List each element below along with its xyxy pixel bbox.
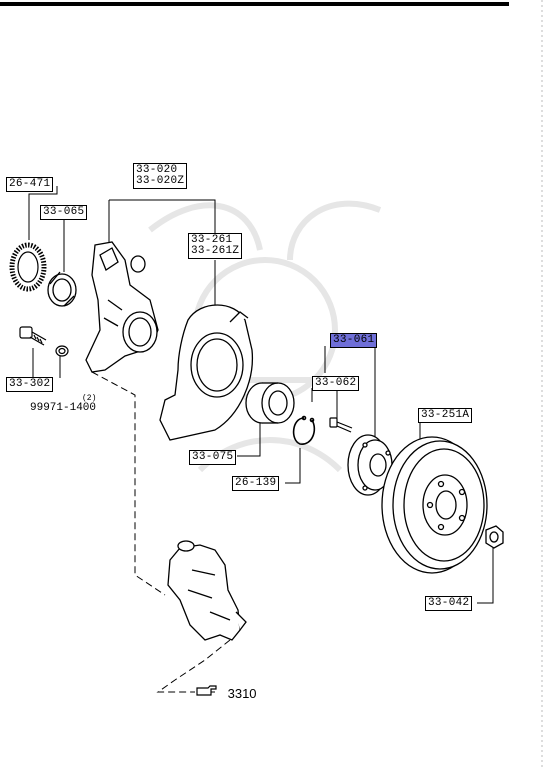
leader-lines bbox=[28, 186, 494, 604]
part-label-33-261[interactable]: 33-261 33-261Z bbox=[188, 233, 243, 259]
part-label-33-065[interactable]: 33-065 bbox=[40, 205, 88, 220]
brake-disc bbox=[381, 436, 488, 574]
part-label-33-302[interactable]: 33-302 bbox=[6, 377, 54, 392]
hub-nut bbox=[485, 525, 504, 549]
steering-knuckle bbox=[85, 241, 159, 373]
side-watermark-strip bbox=[537, 0, 547, 768]
wheel-bearing bbox=[245, 382, 295, 424]
part-label-33-061-highlighted[interactable]: 33-061 bbox=[330, 333, 378, 348]
lock-nut bbox=[55, 345, 69, 357]
quantity-note: (2) bbox=[82, 394, 97, 403]
part-label-33-020[interactable]: 33-020 33-020Z bbox=[133, 163, 188, 189]
dashed-reference-lines bbox=[91, 371, 231, 693]
pointing-hand-icon bbox=[196, 684, 218, 703]
brake-caliper bbox=[167, 540, 247, 641]
wheel-hub bbox=[347, 434, 393, 496]
dust-shield bbox=[159, 304, 254, 441]
snap-ring bbox=[292, 415, 316, 445]
caliper-reference-number: 3310 bbox=[227, 686, 257, 701]
part-label-26-139[interactable]: 26-139 bbox=[232, 476, 280, 491]
abs-tone-ring bbox=[9, 242, 47, 292]
header-rule bbox=[0, 2, 509, 6]
part-label-33-075[interactable]: 33-075 bbox=[189, 450, 237, 465]
knuckle-bolt bbox=[19, 326, 47, 346]
part-number-99971-1400[interactable]: 99971-1400 bbox=[30, 402, 97, 414]
part-label-33-042[interactable]: 33-042 bbox=[425, 596, 473, 611]
hub-bolt bbox=[329, 417, 353, 433]
oil-seal bbox=[47, 271, 77, 307]
caliper-reference[interactable]: 3310 bbox=[196, 684, 257, 703]
part-label-33-251a[interactable]: 33-251A bbox=[418, 408, 473, 423]
part-label-26-471[interactable]: 26-471 bbox=[6, 177, 54, 192]
part-label-33-062[interactable]: 33-062 bbox=[312, 376, 360, 391]
